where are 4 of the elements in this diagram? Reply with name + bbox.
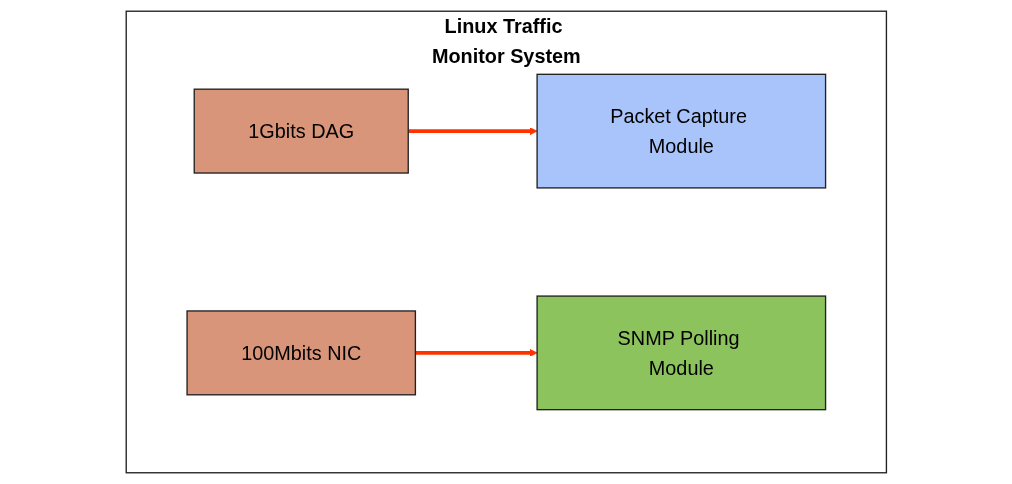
node-box: 1Gbits DAG	[193, 88, 409, 174]
node-box: 100Mbits NIC	[186, 310, 416, 396]
node-box: Packet Capture Module	[536, 73, 826, 189]
node-box: SNMP Polling Module	[536, 295, 826, 411]
